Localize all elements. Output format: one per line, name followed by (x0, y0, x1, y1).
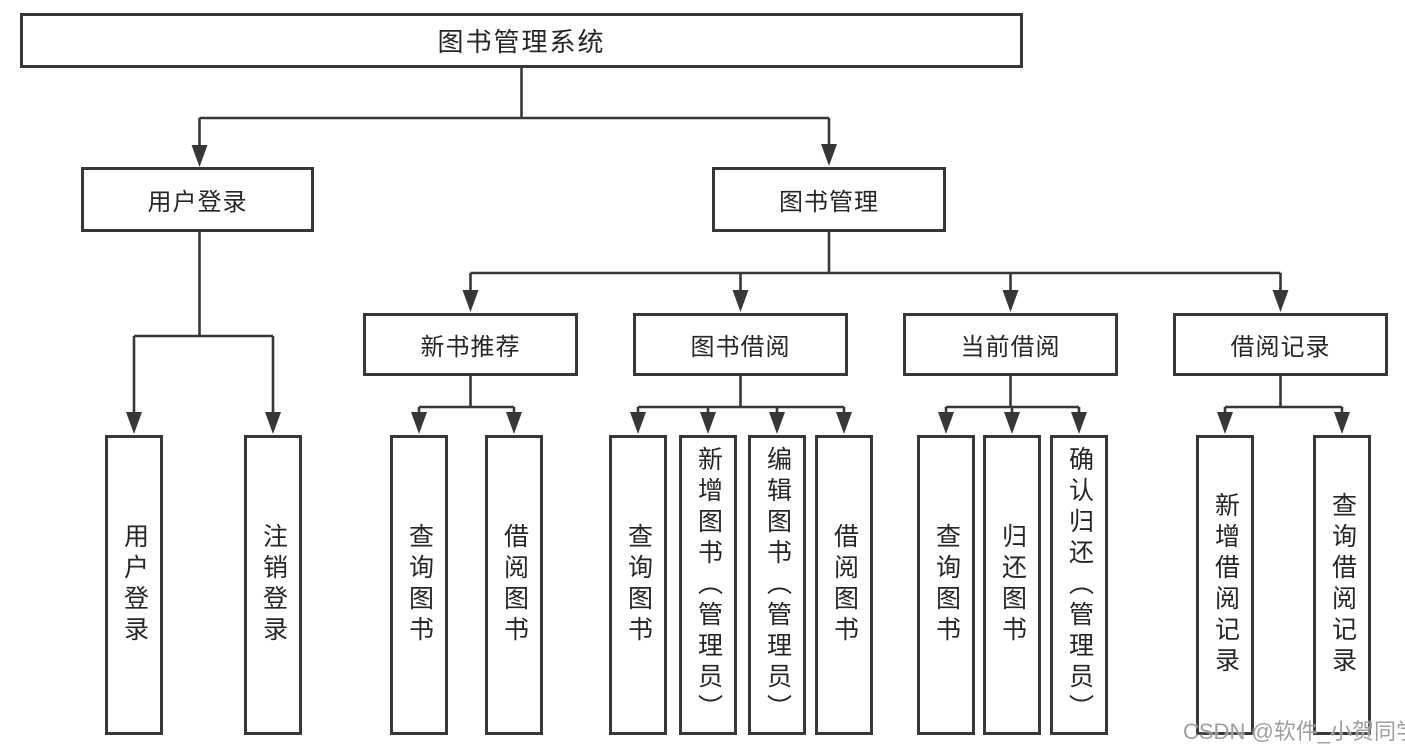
node-book-management: 图书管理 (712, 167, 946, 232)
leaf-label: 新增借阅记录 (1211, 492, 1240, 678)
node-borrowing-records: 借阅记录 (1173, 313, 1388, 376)
leaf-label: 借阅图书 (830, 523, 859, 647)
node-label: 当前借阅 (960, 334, 1061, 361)
leaf-add-books-admin: 新增图书（管理员） (679, 435, 737, 735)
leaf-query-books-borrow: 查询图书 (609, 435, 667, 735)
leaf-label: 查询图书 (405, 523, 434, 647)
node-label: 用户登录 (147, 189, 248, 216)
node-label: 图书管理系统 (437, 27, 606, 57)
leaf-label: 新增图书（管理员） (694, 445, 723, 725)
leaf-label: 注销登录 (259, 523, 288, 647)
leaf-label: 用户登录 (120, 523, 149, 647)
csdn-watermark: CSDN @软件_小贺同学 (1183, 719, 1405, 744)
leaf-logout: 注销登录 (244, 435, 302, 735)
node-label: 新书推荐 (420, 334, 521, 361)
leaf-edit-books-admin: 编辑图书（管理员） (748, 435, 806, 735)
leaf-label: 查询图书 (624, 523, 653, 647)
leaf-query-books-current: 查询图书 (917, 435, 975, 735)
node-label: 图书借阅 (690, 334, 791, 361)
node-label: 借阅记录 (1230, 334, 1331, 361)
node-label: 图书管理 (779, 189, 879, 216)
leaf-label: 查询图书 (932, 523, 961, 647)
leaf-user-login: 用户登录 (105, 435, 163, 735)
arrowheads (126, 144, 1350, 434)
leaf-query-borrow-record: 查询借阅记录 (1313, 435, 1371, 735)
leaf-label: 归还图书 (998, 523, 1027, 647)
node-current-borrowing: 当前借阅 (903, 313, 1118, 376)
leaf-label: 编辑图书（管理员） (763, 445, 792, 725)
leaf-label: 借阅图书 (500, 523, 529, 647)
leaf-label: 查询借阅记录 (1328, 492, 1357, 678)
leaf-query-books-recommend: 查询图书 (390, 435, 448, 735)
node-new-book-recommend: 新书推荐 (363, 313, 578, 376)
leaf-return-books: 归还图书 (983, 435, 1041, 735)
leaf-borrow-books: 借阅图书 (815, 435, 873, 735)
node-user-login: 用户登录 (81, 167, 314, 232)
node-root-library-system: 图书管理系统 (20, 13, 1023, 68)
leaf-add-borrow-record: 新增借阅记录 (1196, 435, 1254, 735)
leaf-confirm-return-admin: 确认归还（管理员） (1050, 435, 1108, 735)
node-book-borrowing: 图书借阅 (633, 313, 848, 376)
leaf-label: 确认归还（管理员） (1065, 445, 1094, 725)
leaf-borrow-books-recommend: 借阅图书 (485, 435, 543, 735)
